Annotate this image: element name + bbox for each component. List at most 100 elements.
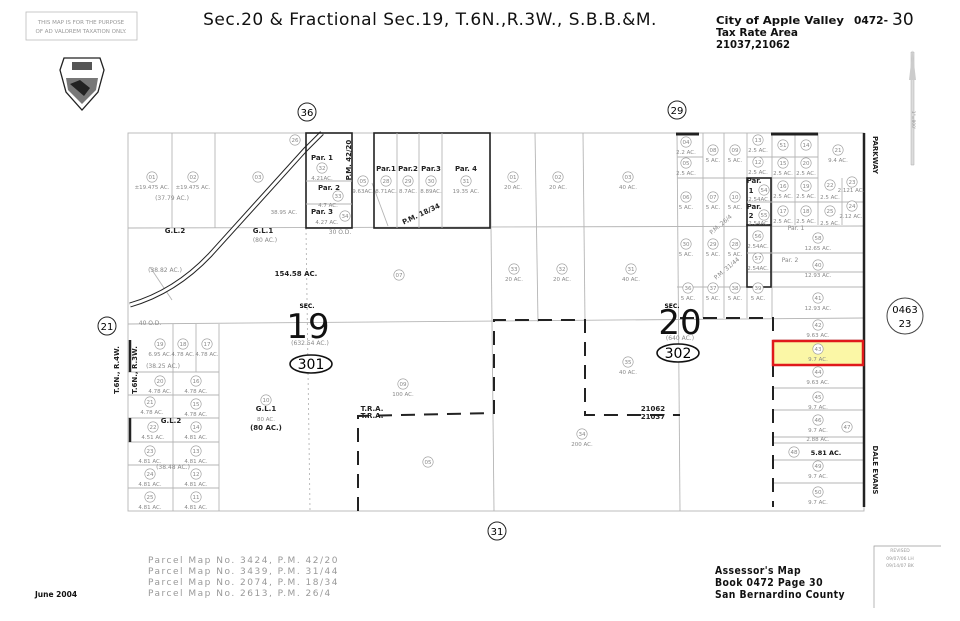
parcel[interactable]: 144.81 AC.	[184, 421, 208, 441]
parcel-number: 17	[780, 209, 787, 215]
parcel[interactable]: 085 AC.	[706, 144, 721, 164]
parcel[interactable]: 164.78 AC.	[184, 375, 208, 395]
parcel[interactable]: 042.2 AC.	[676, 136, 696, 156]
parcel[interactable]: 254.81 AC.	[138, 491, 162, 511]
parcel[interactable]: 07	[393, 269, 405, 281]
parcel-number-circle	[707, 282, 719, 294]
parcel[interactable]: 14	[800, 139, 812, 151]
disclaimer-box: THIS MAP IS FOR THE PURPOSE OF AD VALORE…	[25, 11, 138, 41]
parcel[interactable]: 234.81 AC.	[138, 445, 162, 465]
parcel[interactable]: 51	[777, 139, 789, 151]
parcel[interactable]: 114.81 AC.	[184, 491, 208, 511]
parcel[interactable]: 182.5 AC.	[796, 205, 816, 225]
parcel-number-circle	[752, 252, 764, 264]
adjacent-map-21[interactable]: 21	[97, 316, 117, 336]
parcel[interactable]: 152.5 AC.	[773, 157, 793, 177]
parcel[interactable]: 242.12 AC.	[839, 200, 863, 220]
parcel[interactable]: 124.81 AC.	[184, 468, 208, 488]
parcel[interactable]: 132.5 AC.	[748, 134, 768, 154]
parcel[interactable]: 509.7 AC.	[808, 486, 828, 506]
parcel[interactable]: 052.5 AC.	[676, 157, 696, 177]
parcel[interactable]: 154.78 AC.	[184, 398, 208, 418]
map-annotation: (38.25 AC.)	[146, 363, 180, 370]
parcel-number-circle	[177, 338, 189, 350]
parcel[interactable]: 222.5 AC.	[820, 179, 840, 201]
parcel[interactable]: 192.5 AC.	[796, 180, 816, 200]
parcel[interactable]: 05	[422, 456, 434, 468]
parcel[interactable]: 469.7 AC.	[808, 414, 828, 434]
parcel[interactable]: 252.5 AC.	[820, 205, 840, 227]
parcel[interactable]: 172.5 AC.	[773, 205, 793, 225]
parcel[interactable]: 122.5 AC.	[748, 156, 768, 176]
adjacent-map-36[interactable]: 36	[297, 102, 317, 122]
parcel[interactable]: 134.81 AC.	[184, 445, 208, 465]
parcel[interactable]: 01±19.475 AC.	[135, 171, 170, 191]
parcel[interactable]: 105 AC.	[728, 191, 743, 211]
parcel[interactable]: 295 AC.	[706, 238, 721, 258]
parcel[interactable]: 449.63 AC.	[806, 366, 830, 386]
parcel[interactable]: 232.121 AC.	[838, 176, 865, 194]
parcel[interactable]: 204.78 AC.	[148, 375, 172, 395]
parcel[interactable]: 162.5 AC.	[773, 180, 793, 200]
parcel[interactable]: 298.7AC.	[399, 175, 417, 195]
parcel[interactable]: 308.89AC.	[420, 175, 442, 195]
parcel[interactable]: 552.54AC.	[748, 209, 770, 227]
parcel-acreage: 2.12 AC.	[839, 214, 863, 220]
parcel[interactable]: 499.7 AC.	[808, 460, 828, 480]
parcel[interactable]: 542.54AC.	[748, 184, 770, 203]
parcel[interactable]: 219.4 AC.	[828, 144, 848, 164]
parcel[interactable]: 562.54AC.	[747, 230, 769, 250]
parcel[interactable]: 365 AC.	[681, 282, 696, 302]
parcel[interactable]: 334.7 AC.	[318, 190, 344, 209]
parcel[interactable]: 395 AC.	[751, 282, 766, 302]
parcel[interactable]: 429.63 AC.	[806, 319, 830, 339]
parcel[interactable]: 439.7 AC.	[808, 343, 828, 363]
parcel[interactable]: 459.7 AC.	[808, 391, 828, 411]
parcel[interactable]: 059.63AC.	[352, 175, 374, 195]
adjacent-map-0463-23[interactable]: 0463 23	[886, 297, 924, 335]
parcel[interactable]: 324.21AC.	[311, 162, 333, 182]
parcel[interactable]: 244.81 AC.	[138, 468, 162, 488]
parcel[interactable]: 305 AC.	[679, 238, 694, 258]
parcel[interactable]: 472.88 AC.	[806, 421, 853, 443]
parcel[interactable]: 385 AC.	[728, 282, 743, 302]
adjacent-map-29[interactable]: 29	[667, 100, 687, 120]
parcel[interactable]: 095 AC.	[728, 144, 743, 164]
parcel[interactable]: 214.78 AC.	[140, 396, 164, 416]
parcel[interactable]: 375 AC.	[706, 282, 721, 302]
parcel[interactable]: 065 AC.	[679, 191, 694, 211]
parcel[interactable]: 26	[289, 134, 301, 146]
parcel[interactable]: 075 AC.	[706, 191, 721, 211]
parcel[interactable]: 184.78 AC.	[171, 338, 195, 358]
parcel[interactable]: 288.71AC.	[375, 175, 397, 195]
parcel[interactable]: 224.51 AC.	[141, 421, 165, 441]
parcel[interactable]: 02±19.475 AC.	[176, 171, 211, 191]
parcel-acreage: 9.7 AC.	[808, 500, 828, 506]
map-number-page: 30	[892, 10, 914, 30]
parcel[interactable]: 572.54AC.	[747, 252, 769, 272]
map-annotation: (37.79 AC.)	[155, 195, 189, 202]
adjacent-map-31[interactable]: 31	[487, 521, 507, 541]
parcel[interactable]: 174.78 AC.	[195, 338, 219, 358]
parcel[interactable]: 344.27 AC.	[315, 210, 351, 226]
parcel-number: 45	[815, 395, 822, 401]
parcel[interactable]: 285 AC.	[728, 238, 743, 258]
parcel[interactable]: 196.95 AC.	[148, 338, 172, 358]
parcel[interactable]: 202.5 AC.	[796, 157, 816, 177]
